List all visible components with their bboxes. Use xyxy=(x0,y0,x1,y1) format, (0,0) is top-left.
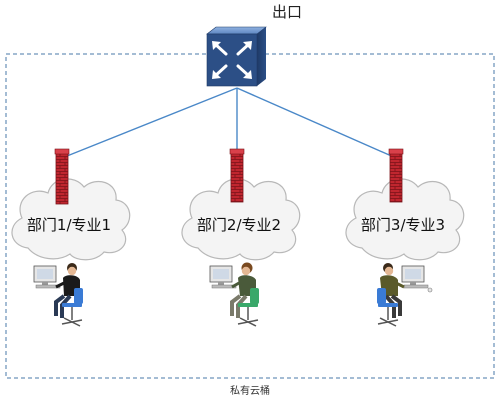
user-workstation-icon-1 xyxy=(33,263,83,327)
firewall-icon-3 xyxy=(388,148,404,203)
cloud-label-dept-1: 部门1/专业1 xyxy=(26,216,112,234)
cloud-label-dept-2: 部门2/专业2 xyxy=(196,216,282,234)
firewall-icon-2 xyxy=(229,148,245,203)
private-cloud-caption: 私有云桶 xyxy=(230,386,270,397)
network-links xyxy=(61,87,397,159)
switch-icon xyxy=(206,26,267,87)
firewall-icon-1 xyxy=(54,148,70,205)
cloud-label-dept-3: 部门3/专业3 xyxy=(360,216,446,234)
exit-label: 出口 xyxy=(271,3,302,21)
link-dept-3 xyxy=(236,87,397,159)
cloud-dept-3 xyxy=(345,178,465,261)
cloud-dept-2 xyxy=(181,178,301,261)
user-workstation-icon-3 xyxy=(377,263,433,327)
user-workstation-icon-2 xyxy=(209,262,259,327)
cloud-dept-1 xyxy=(11,178,131,261)
link-dept-1 xyxy=(61,87,238,159)
